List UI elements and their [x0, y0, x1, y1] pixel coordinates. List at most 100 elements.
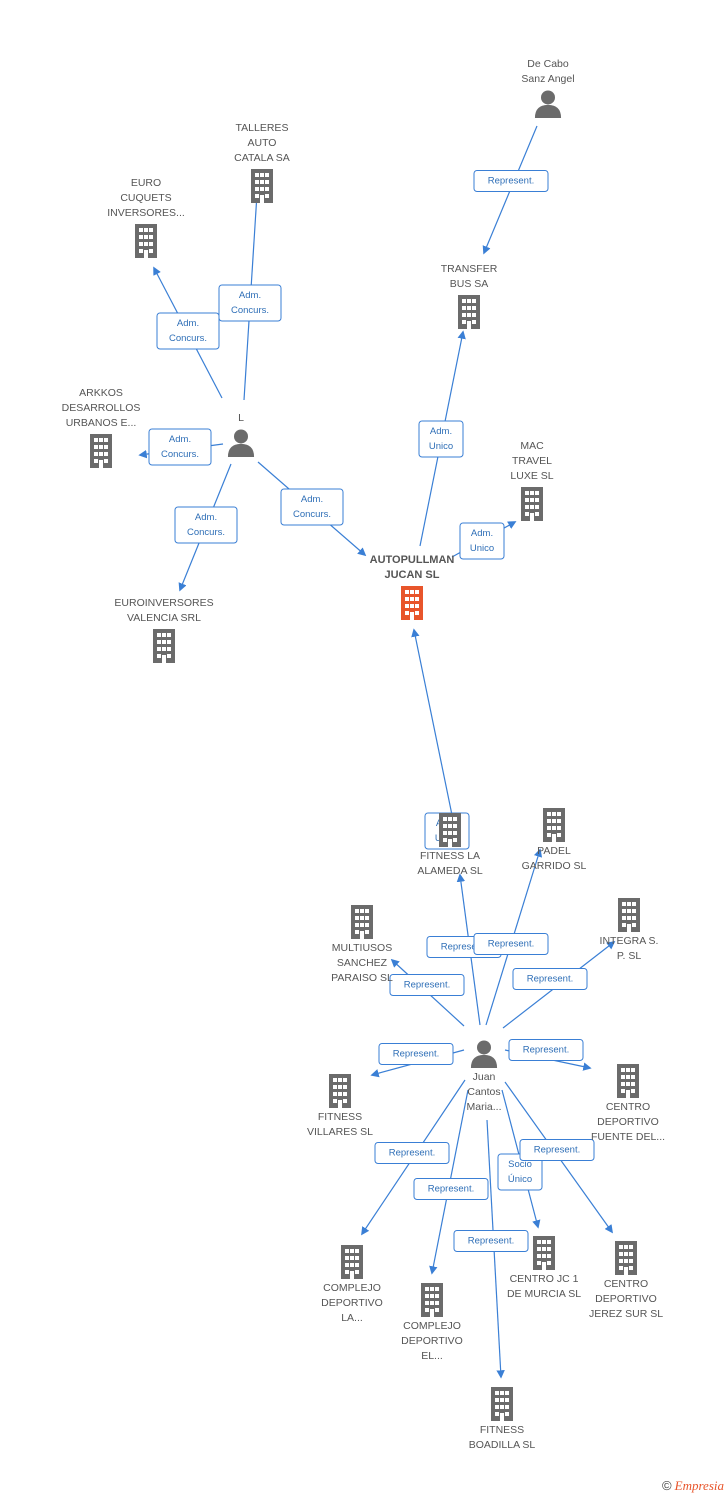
edge-label-text: Adm. — [430, 426, 452, 437]
node-label: AUTOPULLMAN — [370, 554, 455, 566]
edge-label-box — [374, 1142, 450, 1164]
edge-label-L-euro[interactable]: Adm.Concurs. — [156, 312, 220, 350]
building-icon — [401, 586, 423, 620]
edge-label-decabo-transfer[interactable]: Represent. — [473, 170, 549, 192]
node-label: CUQUETS — [120, 192, 171, 204]
edge-label-box — [280, 488, 344, 526]
edge-label-text: Represent. — [523, 1045, 569, 1056]
edge-label-text: Concurs. — [161, 449, 199, 460]
edge-label-text: Único — [508, 1174, 532, 1185]
node-label: EURO — [131, 177, 161, 189]
building-icon — [618, 898, 640, 932]
node-centrojc1[interactable]: CENTRO JC 1DE MURCIA SL — [507, 1236, 581, 1300]
edge-label-text: Represent. — [527, 974, 573, 985]
node-label: Sanz Angel — [521, 73, 574, 85]
edge-label-juan-multiusos[interactable]: Represent. — [389, 974, 465, 996]
edge-label-box — [519, 1139, 595, 1161]
building-icon — [533, 1236, 555, 1270]
node-label: URBANOS E... — [66, 417, 137, 429]
node-label: COMPLEJO — [403, 1320, 461, 1332]
edge-label-juan-fitnessboadilla[interactable]: Represent. — [453, 1230, 529, 1252]
node-euro[interactable]: EUROCUQUETSINVERSORES... — [107, 177, 185, 258]
edge-label-text: Adm. — [177, 318, 199, 329]
node-label: DEPORTIVO — [321, 1297, 383, 1309]
node-L[interactable]: L — [227, 412, 255, 457]
edge-fitnessalameda-autopullman — [411, 628, 453, 816]
person-icon — [470, 1040, 498, 1068]
edge-label-text: Concurs. — [293, 509, 331, 520]
edge-label-L-talleres[interactable]: Adm.Concurs. — [218, 284, 282, 322]
edge-label-juan-fitnessvillares[interactable]: Represent. — [378, 1043, 454, 1065]
node-label: EL... — [421, 1350, 443, 1362]
edge-label-text: Represent. — [534, 1145, 580, 1156]
node-label: CENTRO — [604, 1278, 648, 1290]
building-icon — [90, 434, 112, 468]
node-label: MAC — [520, 440, 544, 452]
edge-label-box — [413, 1178, 489, 1200]
node-integra[interactable]: INTEGRA S.P. SL — [600, 898, 659, 962]
node-label: VILLARES SL — [307, 1126, 373, 1138]
edge-label-box — [459, 522, 505, 560]
node-label: DEPORTIVO — [595, 1293, 657, 1305]
edge-label-box — [148, 428, 212, 466]
edge-label-box — [453, 1230, 529, 1252]
node-label: DEPORTIVO — [597, 1116, 659, 1128]
footer-brand: © Empresia — [662, 1478, 724, 1494]
node-complejola[interactable]: COMPLEJODEPORTIVOLA... — [321, 1245, 383, 1324]
building-icon — [617, 1064, 639, 1098]
node-label: FITNESS LA — [420, 850, 480, 862]
node-label: Cantos — [467, 1086, 500, 1098]
edge-label-autopullman-mac[interactable]: Adm.Unico — [459, 522, 505, 560]
node-label: CENTRO JC 1 — [510, 1273, 579, 1285]
edge-label-juan-cdjerez[interactable]: Represent. — [519, 1139, 595, 1161]
node-label: SANCHEZ — [337, 957, 388, 969]
edge-label-juan-padel[interactable]: Represent. — [473, 933, 549, 955]
edge-label-text: Represent. — [393, 1049, 439, 1060]
edge-label-juan-cdfuente[interactable]: Represent. — [508, 1039, 584, 1061]
node-label: FUENTE DEL... — [591, 1131, 665, 1143]
brand-name: Empresia — [674, 1478, 724, 1493]
node-label: FITNESS — [480, 1424, 524, 1436]
building-icon — [458, 295, 480, 329]
edge-label-L-euroinv[interactable]: Adm.Concurs. — [174, 506, 238, 544]
edge-label-juan-integra[interactable]: Represent. — [512, 968, 588, 990]
node-label: PADEL — [537, 845, 571, 857]
building-icon — [521, 487, 543, 521]
edge-label-L-autopullman[interactable]: Adm.Concurs. — [280, 488, 344, 526]
edge-label-autopullman-transfer[interactable]: Adm.Unico — [418, 420, 464, 458]
building-icon — [329, 1074, 351, 1108]
person-icon — [227, 429, 255, 457]
node-label: L — [238, 412, 244, 424]
edge-label-box — [473, 933, 549, 955]
node-label: PARAISO SL — [331, 972, 393, 984]
edge-label-juan-complejoel[interactable]: Represent. — [413, 1178, 489, 1200]
node-label: De Cabo — [527, 58, 569, 70]
node-juan[interactable]: JuanCantosMaria... — [466, 1040, 502, 1113]
building-icon — [351, 905, 373, 939]
edge-label-text: Adm. — [169, 434, 191, 445]
node-complejoel[interactable]: COMPLEJODEPORTIVOEL... — [401, 1283, 463, 1362]
edge-label-box — [218, 284, 282, 322]
edge-label-juan-complejola[interactable]: Represent. — [374, 1142, 450, 1164]
building-icon — [615, 1241, 637, 1275]
node-label: BUS SA — [450, 278, 489, 290]
edge-label-text: Represent. — [389, 1148, 435, 1159]
edge-label-L-arkkos[interactable]: Adm. Concurs. — [148, 428, 212, 466]
edge-label-text: Represent. — [404, 980, 450, 991]
